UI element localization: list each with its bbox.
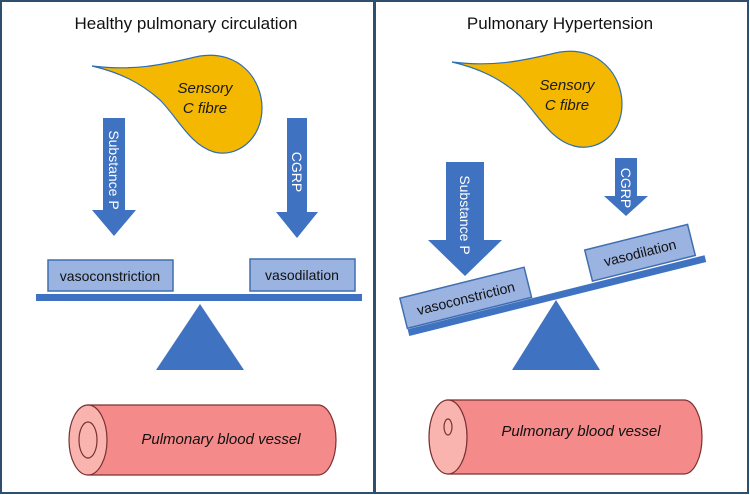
vessel-end — [428, 399, 468, 475]
sensory-c-fibre-shape — [451, 50, 623, 148]
hypertension-panel: Pulmonary Hypertension Sensory C fibre S… — [398, 14, 707, 475]
vasodilation-box — [583, 223, 697, 283]
hypertension-substance-p-label: Substance P — [457, 175, 473, 254]
substance-p-arrow — [92, 118, 136, 236]
vasoconstriction-box — [47, 259, 174, 292]
hypertension-fibre-label-line2: C fibre — [545, 97, 589, 114]
vasodilation-box — [249, 258, 356, 292]
healthy-fibre-label-line1: Sensory — [177, 80, 234, 97]
sensory-c-fibre-shape — [91, 54, 263, 154]
healthy-vasoconstriction-label: vasoconstriction — [60, 268, 160, 284]
balance-beam — [36, 294, 362, 301]
pulmonary-blood-vessel — [68, 404, 337, 476]
tilted-balance: vasoconstriction vasodilation — [398, 223, 707, 337]
pulmonary-blood-vessel — [428, 399, 703, 475]
cgrp-arrow — [604, 158, 648, 216]
healthy-cgrp-label: CGRP — [289, 152, 305, 192]
healthy-vasodilation-label: vasodilation — [265, 267, 339, 283]
healthy-panel-title: Healthy pulmonary circulation — [75, 14, 298, 33]
balance-fulcrum — [156, 304, 244, 370]
balance-beam — [407, 255, 707, 337]
substance-p-arrow — [428, 162, 502, 276]
vasoconstriction-box — [398, 266, 533, 330]
hypertension-fibre-label-line1: Sensory — [539, 77, 596, 94]
healthy-vessel-label: Pulmonary blood vessel — [141, 431, 301, 448]
healthy-substance-p-label: Substance P — [106, 130, 122, 209]
vessel-body — [447, 399, 703, 475]
balance-fulcrum — [512, 300, 600, 370]
hypertension-panel-frame — [374, 0, 749, 494]
healthy-panel: Healthy pulmonary circulation Sensory C … — [36, 14, 362, 476]
healthy-fibre-label-line2: C fibre — [183, 100, 227, 117]
cgrp-arrow — [276, 118, 318, 238]
vessel-lumen — [78, 421, 98, 459]
vessel-body — [87, 404, 337, 476]
hypertension-vessel-label: Pulmonary blood vessel — [501, 423, 661, 440]
hypertension-panel-title: Pulmonary Hypertension — [467, 14, 653, 33]
vessel-lumen — [443, 418, 453, 436]
hypertension-cgrp-label: CGRP — [618, 168, 634, 208]
